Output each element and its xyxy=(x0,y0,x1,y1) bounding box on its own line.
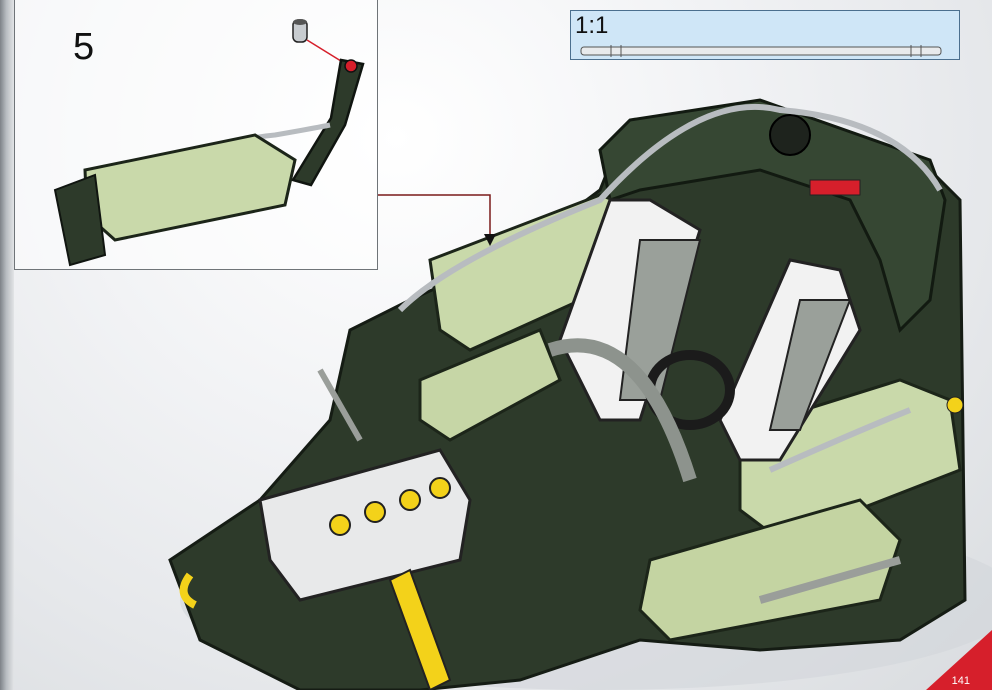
page-number: 141 xyxy=(951,675,970,687)
front-shock xyxy=(317,368,363,442)
yellow-rack xyxy=(388,568,452,690)
roll-cage xyxy=(598,98,947,333)
pneumatic-hose xyxy=(397,103,943,313)
linkage-joint-top xyxy=(344,59,358,73)
green-shock-cover xyxy=(83,133,297,242)
page-binding-shadow xyxy=(0,0,14,690)
seat-bar xyxy=(547,338,697,483)
scale-label: 1:1 xyxy=(575,12,609,39)
right-lower-panel xyxy=(638,498,902,642)
right-hose xyxy=(768,407,912,473)
right-seat xyxy=(718,258,862,462)
top-knob xyxy=(769,114,811,156)
linkage-arm xyxy=(291,58,365,187)
yellow-hook xyxy=(179,572,198,609)
front-side-panel xyxy=(418,328,562,442)
step-part-illustration xyxy=(53,19,365,267)
scale-indicator-box: 1:1 xyxy=(570,10,960,60)
yellow-side-pin xyxy=(946,396,964,414)
engine-block xyxy=(258,448,472,602)
step-inset-box: 5 xyxy=(14,0,378,270)
callout-arrow-icon xyxy=(378,194,491,240)
mount-beam xyxy=(53,173,107,267)
callout-arrow-head xyxy=(484,234,496,246)
axle-part-illustration xyxy=(580,45,942,57)
red-accent-part xyxy=(809,179,861,196)
rear-shock xyxy=(758,556,902,604)
step-number: 5 xyxy=(73,26,95,68)
page-corner-tab xyxy=(926,630,992,690)
pin-part-icon xyxy=(292,19,308,43)
